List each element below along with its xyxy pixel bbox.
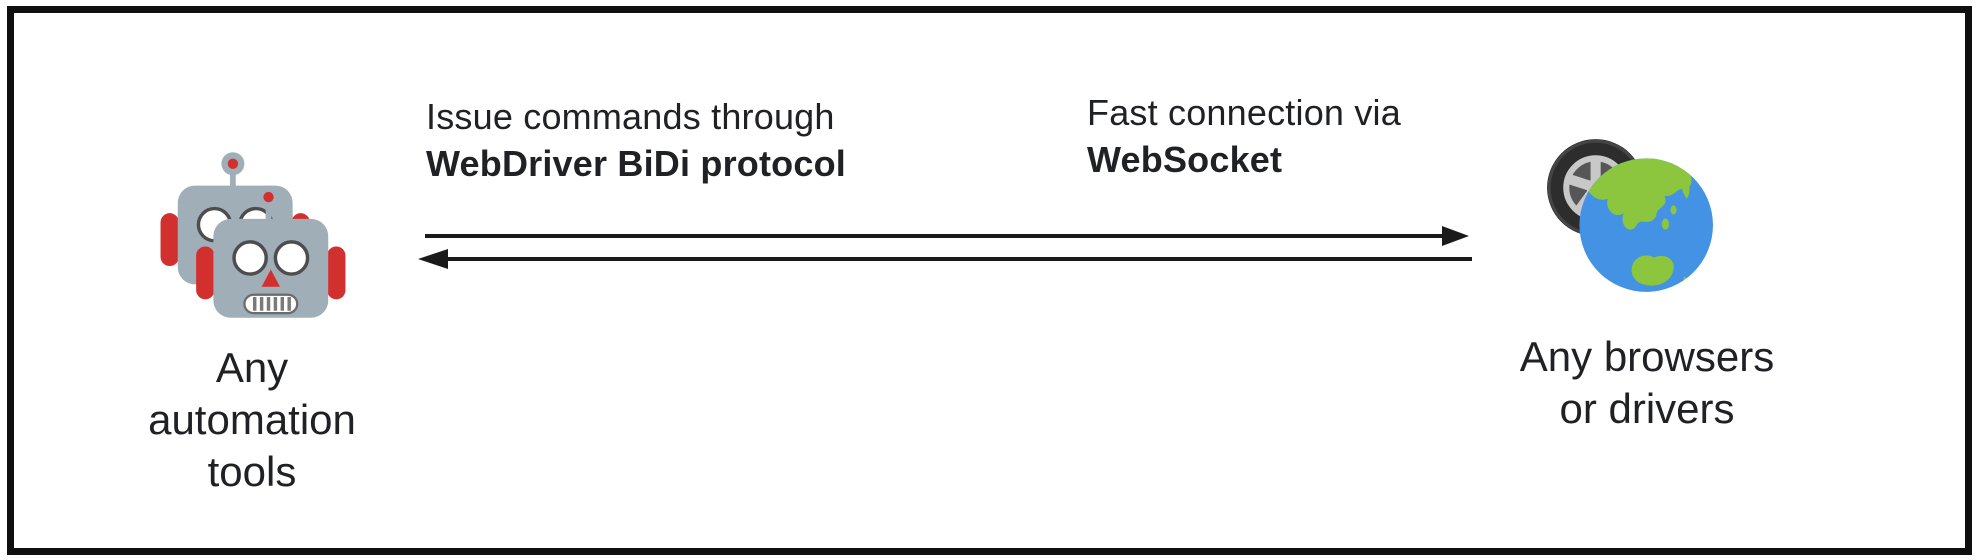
arrowhead-right-icon xyxy=(1442,226,1469,246)
globe-icon xyxy=(1579,158,1713,292)
arrow-left xyxy=(418,249,1472,269)
protocol-label: Issue commands through WebDriver BiDi pr… xyxy=(426,93,846,187)
right-node-label: Any browsers or drivers xyxy=(1519,333,1775,432)
protocol-label-line1: Issue commands through xyxy=(426,96,835,137)
arrowhead-left-icon xyxy=(418,249,448,269)
websocket-label: Fast connection via WebSocket xyxy=(1087,89,1401,183)
wheel-globe-icon xyxy=(1547,139,1713,292)
websocket-label-line1: Fast connection via xyxy=(1087,92,1401,133)
bidirectional-arrows xyxy=(418,226,1472,269)
websocket-label-line2: WebSocket xyxy=(1087,139,1283,180)
arrow-right xyxy=(425,226,1469,246)
robot-icon xyxy=(158,150,348,320)
protocol-label-line2: WebDriver BiDi protocol xyxy=(426,143,846,184)
left-node-label: Any automation tools xyxy=(148,344,356,495)
